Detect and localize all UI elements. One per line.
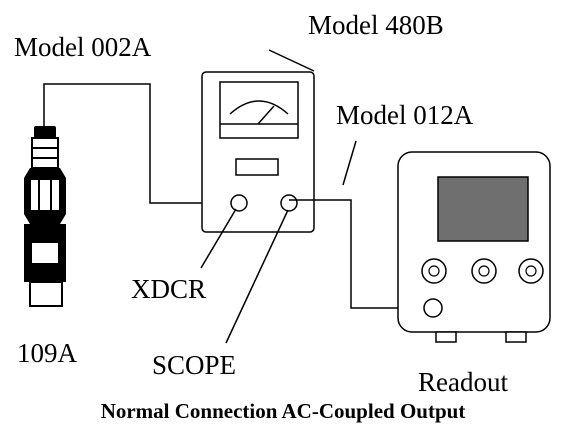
- label-scope: SCOPE: [152, 350, 236, 380]
- leader-480b: [268, 49, 315, 72]
- leader-012a: [342, 140, 357, 186]
- leader-xdcr: [200, 208, 237, 269]
- xdcr-connector: [230, 194, 248, 212]
- readout-input-connector: [423, 298, 443, 318]
- signal-conditioner-480b: [201, 71, 315, 233]
- label-model-002a: Model 002A: [14, 32, 152, 62]
- label-readout: Readout: [418, 367, 508, 397]
- readout-device: [397, 151, 551, 343]
- transducer-109a: [24, 126, 66, 307]
- diagram-caption: Normal Connection AC-Coupled Output: [101, 399, 466, 423]
- cable-012a: [289, 199, 424, 309]
- label-109a: 109A: [17, 338, 78, 368]
- label-xdcr: XDCR: [131, 274, 206, 304]
- readout-screen: [437, 176, 529, 242]
- label-model-480b: Model 480B: [308, 10, 444, 40]
- scope-connector: [280, 194, 298, 212]
- leader-scope: [225, 209, 289, 344]
- cable-002a: [43, 83, 236, 204]
- label-model-012a: Model 012A: [336, 100, 474, 130]
